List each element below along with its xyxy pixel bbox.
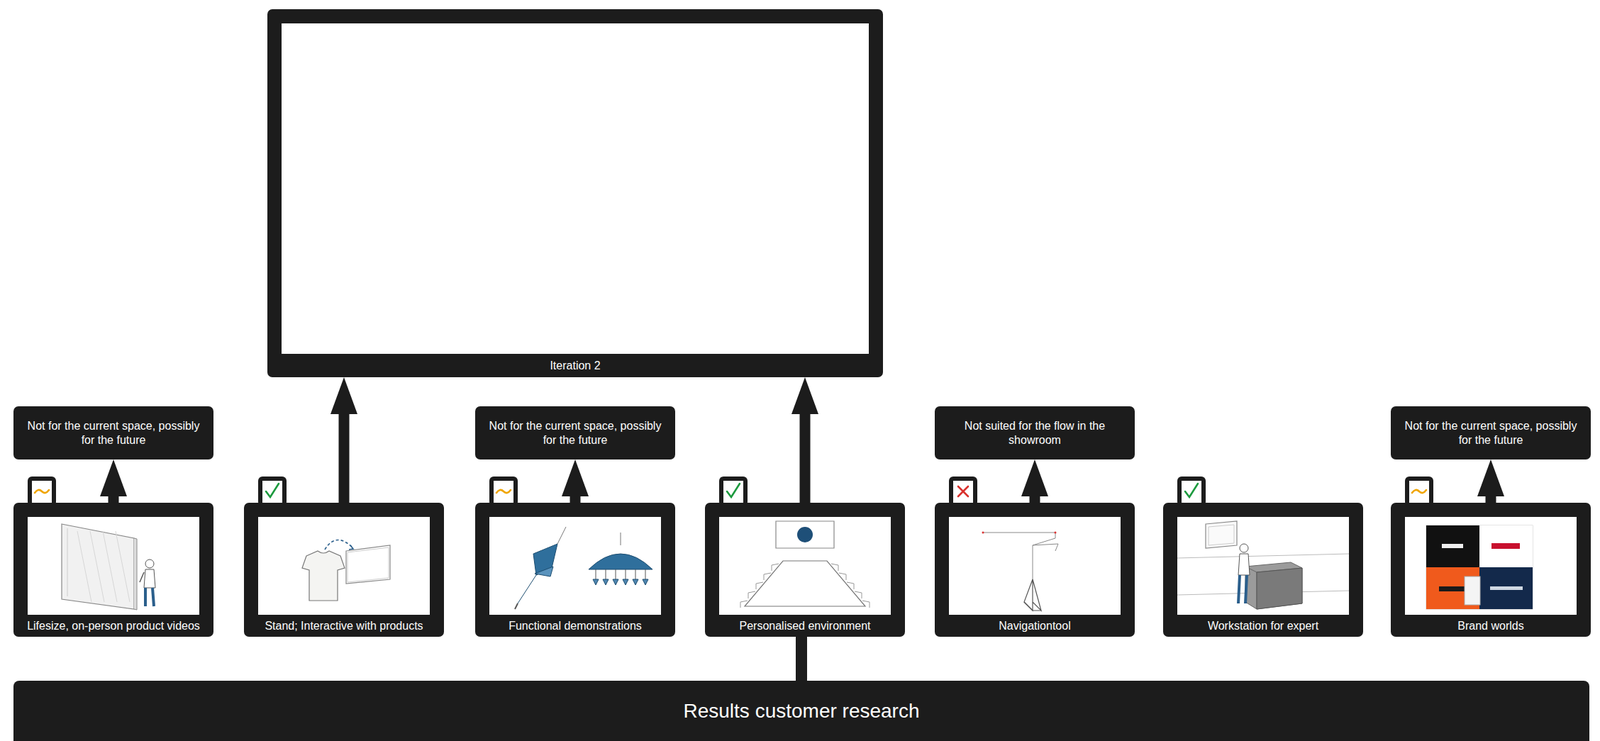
connector-line: [796, 636, 808, 681]
connector-arrow: [801, 636, 803, 681]
connector-arrow: [801, 636, 803, 681]
verdict-note: Not for the current space, possibly for …: [1390, 406, 1591, 460]
connector-line: [796, 636, 808, 681]
picture-area: [719, 517, 891, 615]
connector-arrow: [801, 636, 803, 681]
node-text: Iteration 2: [267, 353, 883, 378]
picture-area: [1177, 517, 1349, 615]
connector-arrow: [791, 377, 819, 503]
node-text: Not for the current space, possibly for …: [485, 419, 666, 448]
idea-card: Lifesize, on-person product videos: [13, 502, 214, 637]
source-band: Results customer research: [13, 680, 1590, 741]
idea-illustration: [1177, 517, 1349, 615]
verdict-note: Not suited for the flow in the showroom: [934, 406, 1135, 460]
arrow-head: [561, 459, 589, 497]
picture-area: [27, 517, 200, 615]
picture-area: [258, 517, 430, 615]
arrow-head: [330, 377, 358, 415]
idea-card: Personalised environment: [704, 502, 905, 637]
node-text: Not suited for the flow in the showroom: [944, 419, 1125, 448]
status-badge: [1404, 476, 1434, 507]
connector-line: [796, 636, 808, 681]
idea-card: Navigationtool: [934, 502, 1135, 637]
verdict-note: Not for the current space, possibly for …: [13, 406, 214, 460]
iteration-frame: Iteration 2: [267, 9, 883, 378]
status-badge: [27, 476, 57, 507]
idea-card: Brand worlds: [1390, 502, 1591, 637]
idea-card: Stand; Interactive with products: [243, 502, 444, 637]
connector-line: [800, 412, 811, 503]
connector-arrow: [561, 459, 589, 503]
connector-line: [796, 636, 808, 681]
node-text: Not for the current space, possibly for …: [23, 419, 204, 448]
idea-illustration: [948, 517, 1121, 615]
connector-arrow: [330, 377, 358, 503]
node-text: Navigationtool: [939, 614, 1131, 637]
status-badge: [258, 476, 287, 507]
status-badge: [489, 476, 518, 507]
arrow-head: [1021, 459, 1049, 497]
status-badge: [719, 476, 748, 507]
node-text: Functional demonstrations: [479, 614, 671, 637]
idea-illustration: [1404, 517, 1577, 615]
connector-line: [339, 412, 350, 503]
picture-area: [1404, 517, 1577, 615]
idea-card: Workstation for expert: [1163, 502, 1364, 637]
node-text: Brand worlds: [1395, 614, 1587, 637]
node-text: Lifesize, on-person product videos: [17, 614, 210, 637]
blank-area: [281, 23, 869, 354]
node-text: Not for the current space, possibly for …: [1400, 419, 1581, 448]
connector-arrow: [801, 636, 803, 681]
idea-illustration: [258, 517, 430, 615]
connector-line: [796, 636, 808, 681]
connector-arrow: [801, 636, 803, 681]
idea-illustration: [719, 517, 891, 615]
connector-arrow: [1477, 459, 1505, 503]
idea-card: Functional demonstrations: [475, 502, 676, 637]
arrow-head: [100, 459, 127, 497]
picture-area: [489, 517, 661, 615]
idea-illustration: [489, 517, 661, 615]
node-text: Results customer research: [682, 698, 920, 724]
picture-area: [948, 517, 1121, 615]
status-badge: [1177, 476, 1206, 507]
status-badge: [948, 476, 978, 507]
idea-illustration: [27, 517, 200, 615]
node-text: Workstation for expert: [1167, 614, 1359, 637]
node-text: Stand; Interactive with products: [248, 614, 440, 637]
connector-arrow: [100, 459, 127, 503]
connector-arrow: [801, 636, 803, 681]
arrow-head: [1477, 459, 1505, 497]
connector-line: [796, 636, 808, 681]
arrow-head: [791, 377, 819, 415]
connector-arrow: [801, 636, 803, 681]
connector-line: [796, 636, 808, 681]
node-text: Personalised environment: [709, 614, 901, 637]
verdict-note: Not for the current space, possibly for …: [475, 406, 676, 460]
connector-arrow: [1021, 459, 1049, 503]
